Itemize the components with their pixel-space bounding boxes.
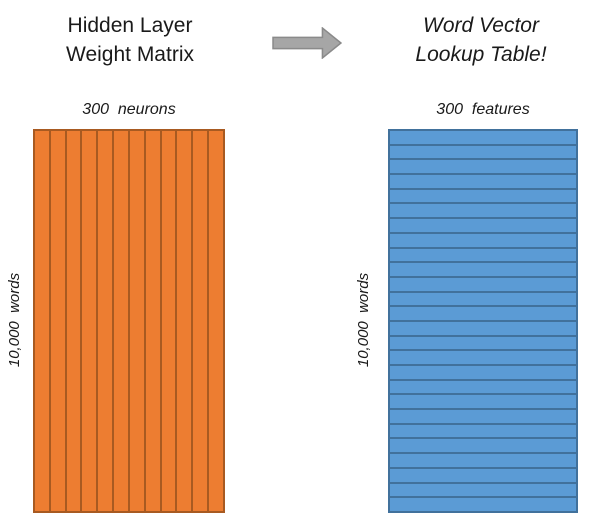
matrix-row-stripe — [390, 410, 576, 423]
matrix-column-stripe — [177, 131, 192, 511]
matrix-row-stripe — [390, 336, 576, 350]
matrix-column-stripe — [114, 131, 128, 511]
matrix-column-stripe — [129, 131, 144, 511]
matrix-column-stripe — [98, 131, 113, 511]
matrix-row-stripe — [390, 277, 576, 291]
matrix-row-stripe — [390, 424, 576, 438]
right-title-line1: Word Vector — [423, 14, 539, 37]
matrix-row-stripe — [390, 160, 576, 174]
matrix-row-stripe — [390, 204, 576, 218]
matrix-row-stripe — [390, 351, 576, 364]
matrix-row-stripe — [390, 321, 576, 335]
right-matrix-side-axis-label: 10,000 words — [355, 272, 372, 368]
matrix-row-stripe — [390, 483, 576, 497]
matrix-row-stripe — [390, 292, 576, 306]
right-title: Word Vector Lookup Table! — [371, 11, 591, 69]
matrix-column-stripe — [82, 131, 97, 511]
matrix-row-stripe — [390, 366, 576, 379]
matrix-column-stripe — [35, 131, 49, 511]
matrix-row-stripe — [390, 307, 576, 320]
matrix-column-stripe — [145, 131, 160, 511]
matrix-row-stripe — [390, 248, 576, 262]
hidden-layer-weight-matrix — [33, 129, 225, 513]
right-arrow-icon — [272, 27, 342, 59]
right-title-line2: Lookup Table! — [415, 43, 547, 66]
left-title-line2: Weight Matrix — [66, 43, 194, 66]
matrix-row-stripe — [390, 454, 576, 467]
matrix-row-stripe — [390, 131, 576, 144]
matrix-row-stripe — [390, 219, 576, 232]
left-title: Hidden Layer Weight Matrix — [20, 11, 240, 69]
word-vector-lookup-table-matrix — [388, 129, 578, 513]
matrix-row-stripe — [390, 263, 576, 276]
matrix-row-stripe — [390, 395, 576, 409]
matrix-column-stripe — [161, 131, 176, 511]
right-matrix-top-axis-label: 300 features — [436, 101, 530, 118]
left-title-line1: Hidden Layer — [67, 14, 193, 37]
left-matrix-top-axis-label: 300 neurons — [82, 101, 176, 118]
matrix-column-stripe — [50, 131, 65, 511]
matrix-row-stripe — [390, 189, 576, 203]
matrix-row-stripe — [390, 380, 576, 394]
matrix-column-stripe — [193, 131, 208, 511]
matrix-row-stripe — [390, 439, 576, 453]
matrix-column-stripe — [66, 131, 81, 511]
matrix-row-stripe — [390, 145, 576, 159]
matrix-row-stripe — [390, 468, 576, 482]
matrix-row-stripe — [390, 498, 576, 511]
right-arrow-shape — [272, 27, 342, 59]
matrix-row-stripe — [390, 233, 576, 247]
matrix-row-stripe — [390, 175, 576, 188]
matrix-column-stripe — [209, 131, 223, 511]
left-matrix-side-axis-label: 10,000 words — [6, 272, 23, 368]
